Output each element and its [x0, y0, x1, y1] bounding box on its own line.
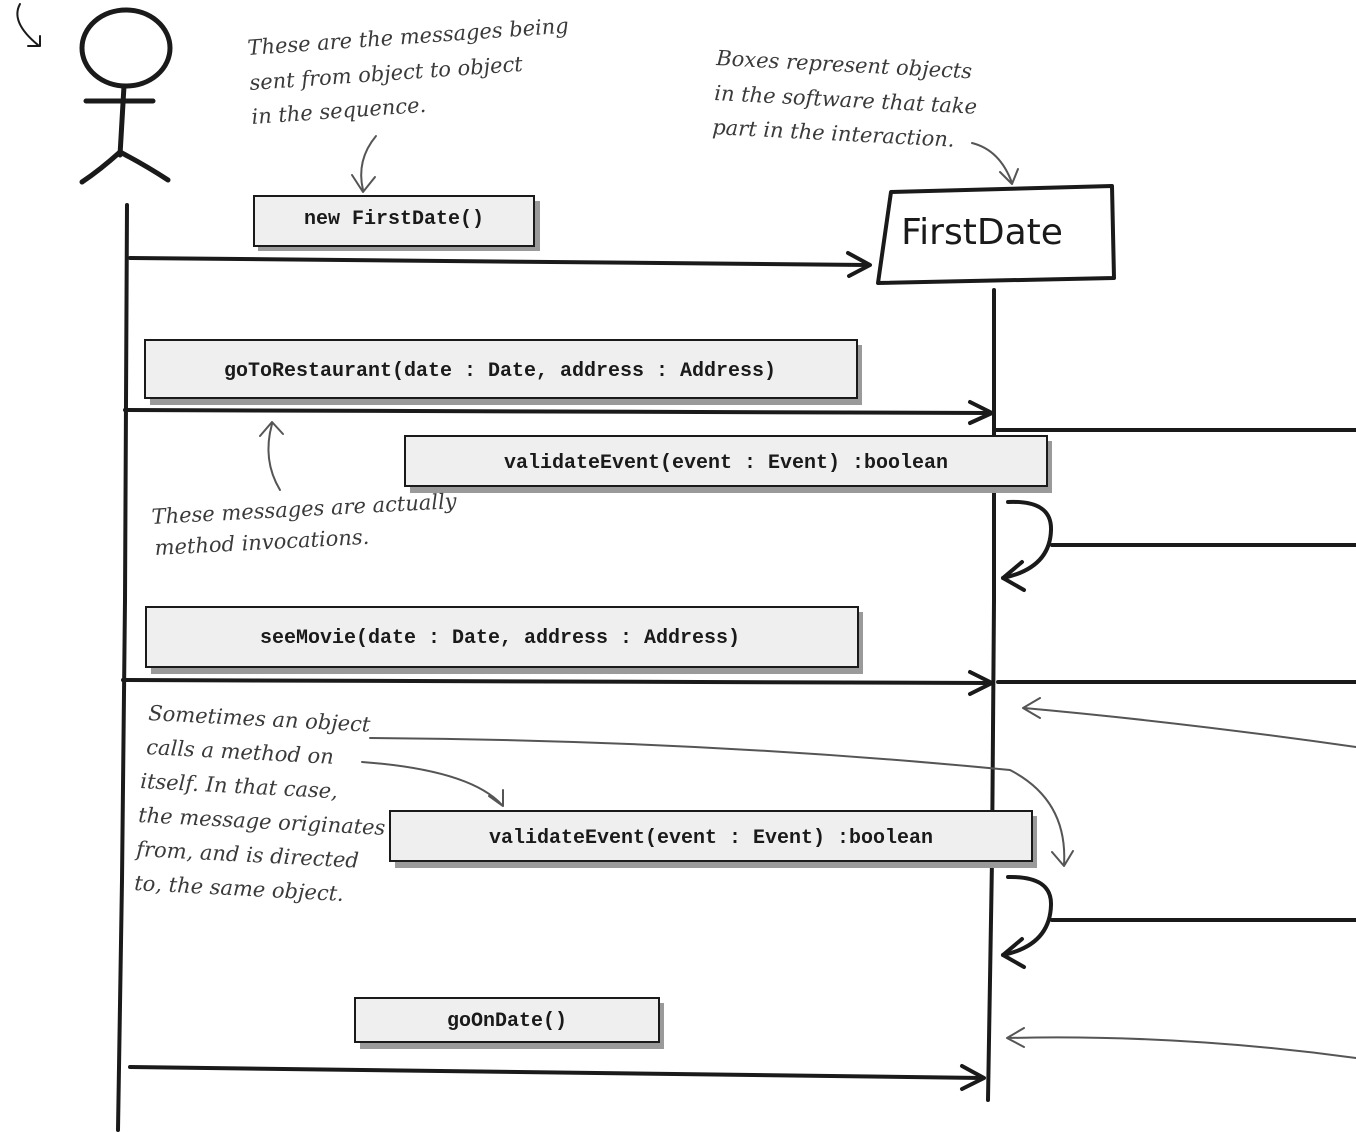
object-box — [876, 184, 1116, 285]
message-box-see-movie — [145, 606, 859, 668]
self-call-arrow-1 — [1001, 499, 1054, 580]
annotation-line: calls a method on — [146, 735, 335, 769]
arrowhead — [1001, 937, 1026, 969]
message-label: goToRestaurant(date : Date, address : Ad… — [224, 360, 776, 383]
annotation-invocations: These messages are actually method invoc… — [151, 489, 458, 560]
annotation-line: the message originates — [138, 803, 386, 840]
annotation-line: in the software that take — [714, 81, 978, 119]
message-label: goOnDate() — [447, 1010, 567, 1033]
message-arrow-new — [128, 256, 870, 267]
message-label: validateEvent(event : Event) :boolean — [489, 827, 933, 850]
self-call-arrow-2 — [1001, 874, 1054, 957]
arrowhead — [968, 670, 994, 696]
annotation-messages: These are the messages being sent from o… — [247, 14, 570, 129]
message-arrow-go-on-date — [128, 1065, 984, 1080]
pointer-arrow — [259, 421, 284, 491]
annotation-line: part in the interaction. — [712, 115, 955, 152]
arrowhead — [846, 251, 872, 278]
annotation-line: method invocations. — [154, 525, 370, 560]
pointer-arrow — [971, 142, 1019, 185]
message-box-goto-restaurant — [144, 339, 858, 399]
message-label: new FirstDate() — [304, 208, 484, 231]
annotation-line: itself. In that case, — [140, 769, 339, 803]
pointer-arrow — [1006, 1027, 1356, 1059]
actor-figure — [79, 7, 173, 185]
message-box-go-on-date — [354, 997, 660, 1043]
message-box-validate-1 — [404, 435, 1048, 487]
annotation-line: Boxes represent objects — [715, 46, 973, 83]
message-label: seeMovie(date : Date, address : Address) — [260, 627, 740, 650]
annotation-self-call: Sometimes an object calls a method on it… — [134, 701, 386, 906]
object-name: FirstDate — [901, 212, 1063, 253]
arrowhead — [960, 1064, 986, 1091]
message-box-new — [253, 195, 535, 247]
annotation-boxes: Boxes represent objects in the software … — [712, 46, 978, 152]
arrowhead — [1001, 560, 1026, 592]
pointer-arrow — [1022, 697, 1356, 748]
pointer-arrow — [369, 737, 1074, 867]
message-label: validateEvent(event : Event) :boolean — [504, 452, 948, 475]
message-arrow-see-movie — [121, 678, 992, 685]
annotation-line: from, and is directed — [134, 837, 360, 873]
arrowhead — [968, 400, 994, 425]
annotation-line: in the sequence. — [251, 93, 427, 129]
message-arrow-goto-restaurant — [123, 408, 992, 415]
pointer-arrow — [361, 761, 504, 807]
corner-arrow — [16, 3, 41, 47]
actor-lifeline — [116, 203, 129, 1132]
message-box-validate-2 — [389, 810, 1033, 862]
annotation-line: sent from object to object — [249, 52, 524, 95]
annotation-line: Sometimes an object — [148, 701, 372, 737]
annotation-line: These messages are actually — [151, 489, 458, 529]
annotation-line: to, the same object. — [134, 871, 345, 906]
pointer-arrow — [351, 135, 377, 193]
